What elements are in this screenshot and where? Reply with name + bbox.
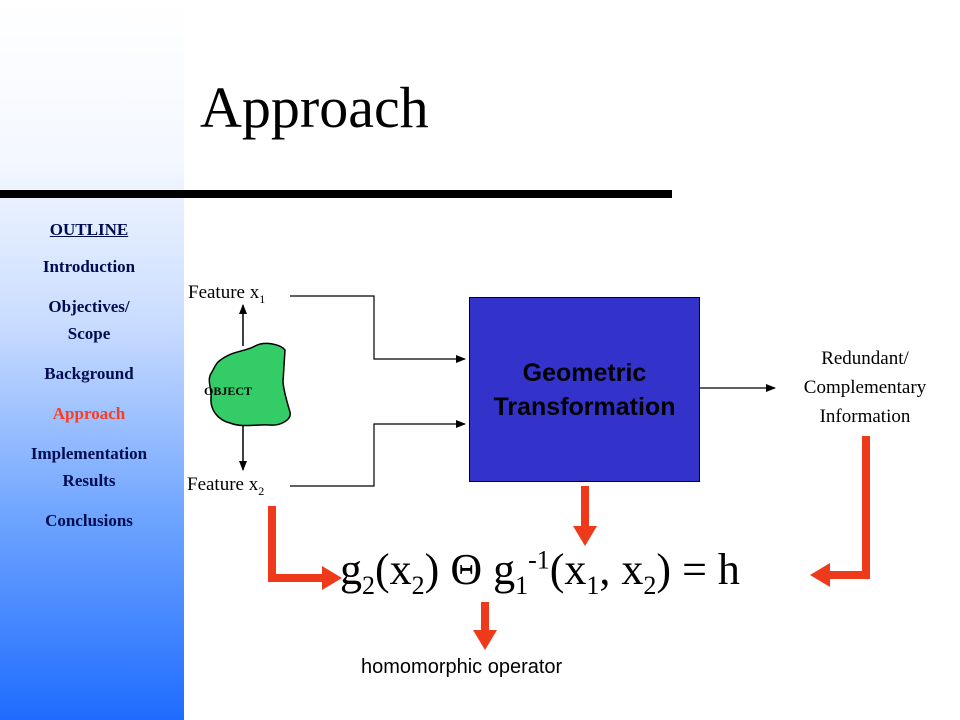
red-arrowhead-left <box>322 566 342 590</box>
output-line2: Complementary <box>803 377 927 398</box>
box-title-line1: Geometric <box>522 358 647 387</box>
object-label: OBJECT <box>204 384 253 398</box>
red-arrowhead-right <box>810 563 830 587</box>
output-line3: Information <box>819 406 911 427</box>
sidebar-background <box>0 0 184 720</box>
output-line1: Redundant/ <box>821 348 909 369</box>
output-label: Redundant/ Complementary Information <box>780 344 950 431</box>
page-title: Approach <box>200 75 429 140</box>
object-shape <box>208 342 291 427</box>
feature2-label: Feature x2 <box>187 474 265 498</box>
outline-heading[interactable]: OUTLINE <box>49 220 129 239</box>
feature1-label: Feature x1 <box>188 282 266 306</box>
outline-item-objectives[interactable]: Objectives/ <box>48 297 130 316</box>
geometric-transformation-box: Geometric Transformation <box>469 297 700 482</box>
outline-item-conclusions[interactable]: Conclusions <box>45 511 133 530</box>
red-arrows <box>268 436 870 630</box>
outline-nav: OUTLINE Introduction Objectives/ Scope B… <box>0 216 178 547</box>
outline-item-approach[interactable]: Approach <box>52 404 126 423</box>
red-arrow-left <box>268 506 322 582</box>
outline-item-scope[interactable]: Scope <box>67 324 111 343</box>
outline-item-results[interactable]: Results <box>62 471 116 490</box>
title-divider <box>0 190 672 198</box>
outline-item-implementation[interactable]: Implementation <box>30 444 148 463</box>
red-arrowhead-down <box>473 630 497 650</box>
connector-bottom <box>290 420 466 487</box>
equation: g2(x2) Θ g1-1(x1, x2) = h <box>340 545 740 600</box>
connector-top <box>290 295 466 363</box>
homomorphic-operator-label: homomorphic operator <box>361 656 563 678</box>
outline-item-introduction[interactable]: Introduction <box>42 257 136 276</box>
red-arrow-right <box>830 436 870 579</box>
red-arrowhead-box <box>573 526 597 546</box>
box-title-line2: Transformation <box>493 392 676 421</box>
outline-item-background[interactable]: Background <box>44 364 134 383</box>
